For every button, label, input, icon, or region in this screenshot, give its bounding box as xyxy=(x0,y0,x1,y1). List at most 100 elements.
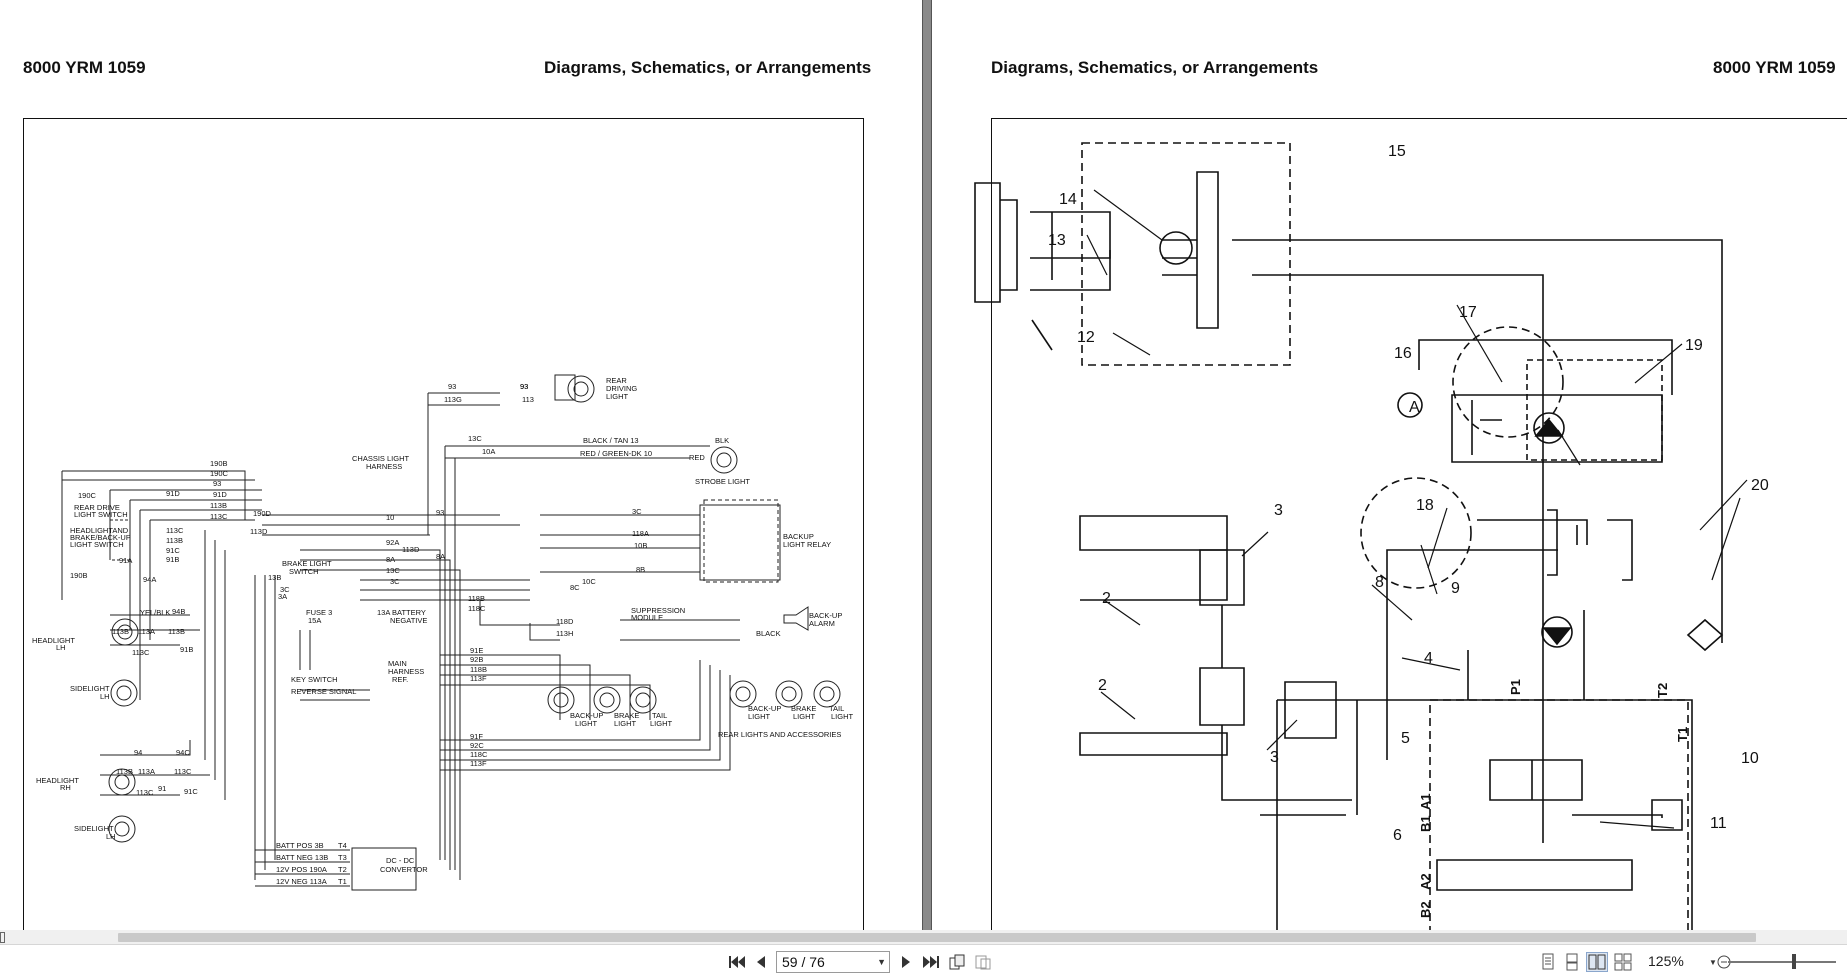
lamp-symbol xyxy=(735,686,751,702)
wire-number: 93 xyxy=(436,508,444,517)
lamp-symbol xyxy=(573,381,589,397)
pump-relief-box xyxy=(1526,359,1663,461)
detail-circle xyxy=(1360,477,1472,589)
scroll-left-icon[interactable] xyxy=(0,932,5,943)
page-dropdown-icon[interactable]: ▼ xyxy=(877,957,886,967)
wiring-label: LH xyxy=(56,643,66,652)
two-page-icon[interactable] xyxy=(1586,952,1608,972)
wire-number: 190D xyxy=(253,509,272,518)
wire-number: 3C xyxy=(280,585,290,594)
wiring-label: 15A xyxy=(308,616,321,625)
wiring-label: BACKUP xyxy=(783,532,814,541)
wire xyxy=(554,374,576,401)
rotate-icon[interactable] xyxy=(946,952,968,972)
wiring-label: SWITCH xyxy=(289,567,319,576)
wiring-label: BATT NEG 13B xyxy=(276,853,328,862)
wire-number: 113B xyxy=(112,627,129,636)
wire-number: 118B xyxy=(470,665,487,674)
callout-number: 10 xyxy=(1741,750,1759,767)
wiring-label: DRIVING xyxy=(606,384,637,393)
zoom-dropdown-icon[interactable]: ▼ xyxy=(1709,957,1717,967)
hydraulic-line xyxy=(1436,859,1633,891)
wiring-label: HEADLIGHT xyxy=(32,636,75,645)
wire-number: 113A xyxy=(138,767,155,776)
wiring-label: FUSE 3 xyxy=(306,608,332,617)
wiring-label: BLK xyxy=(715,436,729,445)
wire-number: 91C xyxy=(166,546,180,555)
motor-symbol xyxy=(1159,231,1193,265)
wire-number: 113A xyxy=(138,627,155,636)
hydraulic-line xyxy=(1276,699,1693,936)
wire-number: 113C xyxy=(136,788,154,797)
wire-number: 91 xyxy=(158,784,166,793)
lamp-symbol xyxy=(116,685,132,701)
wire-number: 118B xyxy=(468,594,485,603)
wire-number: 3C xyxy=(390,577,400,586)
wiring-label: TAIL xyxy=(829,704,844,713)
last-page-icon[interactable] xyxy=(920,952,942,972)
wiring-label: 12V NEG 113A xyxy=(276,877,327,886)
leader-line xyxy=(1112,332,1151,356)
layout-icon[interactable] xyxy=(972,952,994,972)
wiring-label: 12V POS 190A xyxy=(276,865,327,874)
right-doc-number: 8000 YRM 1059 xyxy=(1713,58,1836,77)
next-page-icon[interactable] xyxy=(897,952,915,972)
wiring-label: BRAKE xyxy=(614,711,639,720)
wire-number: 113B xyxy=(168,627,185,636)
hydraulic-line xyxy=(1418,339,1673,395)
wire-number: 190B xyxy=(210,459,228,468)
zoom-slider[interactable] xyxy=(1728,961,1836,963)
wire-number: 113B xyxy=(166,536,183,545)
wiring-label: CONVERTOR xyxy=(380,865,428,874)
document-viewport[interactable]: 8000 YRM 1059 Diagrams, Schematics, or A… xyxy=(0,0,1847,936)
wire-number: 113C xyxy=(166,526,184,535)
callout-number: A xyxy=(1409,399,1420,416)
wiring-label: LIGHT SWITCH xyxy=(74,510,128,519)
lamp-symbol xyxy=(110,679,138,707)
port-label: P1 xyxy=(1508,679,1523,695)
wire-number: 10B xyxy=(634,541,647,550)
wire-number: 13C xyxy=(468,434,482,443)
left-section-title: Diagrams, Schematics, or Arrangements xyxy=(544,58,872,77)
first-page-icon[interactable] xyxy=(726,952,748,972)
wiring-label: STROBE LIGHT xyxy=(695,477,750,486)
leader-line xyxy=(1401,657,1461,671)
wire-number: 8B xyxy=(636,565,645,574)
wire xyxy=(139,509,262,700)
callout-number: 11 xyxy=(1710,815,1727,832)
wiring-label: MAIN xyxy=(388,659,407,668)
wire-number: 10A xyxy=(482,447,495,456)
wiring-label: BACK-UP xyxy=(748,704,781,713)
lamp-symbol xyxy=(819,686,835,702)
prev-page-icon[interactable] xyxy=(752,952,770,972)
wire-number: 92A xyxy=(386,538,399,547)
page-number-input[interactable]: 59 / 76 ▼ xyxy=(776,951,890,973)
two-page-continuous-icon[interactable] xyxy=(1612,952,1634,972)
wiring-label: BRAKE xyxy=(791,704,816,713)
wire-number: 113C xyxy=(174,767,192,776)
wire-number: 113C xyxy=(210,512,228,521)
wire-number: 92C xyxy=(470,741,484,750)
wire-number: 8A xyxy=(436,552,445,561)
callout-number: 8 xyxy=(1375,574,1384,591)
wire xyxy=(479,600,560,626)
single-page-icon[interactable] xyxy=(1538,952,1558,972)
wiring-label: BRAKE LIGHT xyxy=(282,559,332,568)
zoom-slider-thumb[interactable] xyxy=(1792,954,1796,969)
horizontal-scrollbar[interactable] xyxy=(0,930,1847,944)
hydraulic-line xyxy=(1196,171,1219,329)
leader-line xyxy=(1420,544,1438,595)
horizontal-scroll-thumb[interactable] xyxy=(118,933,1756,942)
lamp-symbol xyxy=(710,446,738,474)
wiring-label: LIGHT xyxy=(575,719,598,728)
callout-number: 3 xyxy=(1270,749,1279,766)
zoom-level[interactable]: 125% xyxy=(1648,953,1684,969)
continuous-icon[interactable] xyxy=(1562,952,1582,972)
wiring-label: REF. xyxy=(392,675,408,684)
callout-number: 9 xyxy=(1451,580,1460,597)
hydraulic-line xyxy=(974,182,1018,303)
leader-line xyxy=(1557,429,1581,466)
hydraulic-line xyxy=(1221,605,1352,801)
hydraulic-line xyxy=(1477,519,1588,545)
callout-number: 20 xyxy=(1751,477,1769,494)
